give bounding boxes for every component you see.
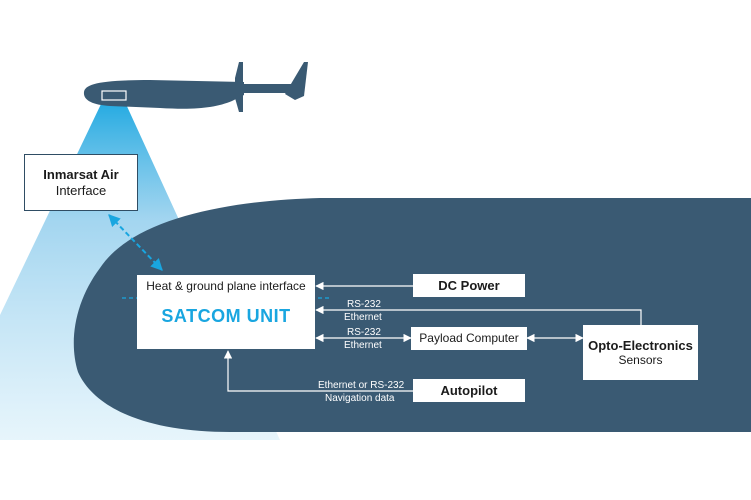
dc-power-label: DC Power [438,277,500,293]
uav-fuselage [83,80,245,109]
navigation-data-label: Navigation data [325,393,395,404]
satcom-unit-title: SATCOM UNIT [161,306,291,327]
payload-computer-label: Payload Computer [419,331,519,346]
inmarsat-air-interface-box: Inmarsat Air Interface [24,154,138,211]
uav-tail-fin [285,62,308,100]
ethernet-top-label: Ethernet [344,312,382,323]
opto-to-satcom-arrow [315,305,642,325]
dc-power-box: DC Power [413,274,525,297]
satcom-unit-box: Heat & ground plane interface SATCOM UNI… [137,275,315,349]
ethernet-mid-label: Ethernet [344,340,382,351]
opto-line2: Sensors [618,353,663,368]
opto-electronics-box: Opto-Electronics Sensors [583,325,698,380]
uav-tail-boom [244,84,292,93]
opto-line1: Opto-Electronics [588,337,693,353]
heat-ground-plane-label: Heat & ground plane interface [146,279,306,293]
fuselage-body [73,198,751,432]
inmarsat-line2: Interface [55,182,107,198]
ethernet-or-rs232-label: Ethernet or RS-232 [318,380,405,391]
inmarsat-line1: Inmarsat Air [43,166,119,182]
air-interface-link [108,214,163,271]
uav-aircraft [83,62,308,112]
payload-computer-box: Payload Computer [411,327,527,350]
autopilot-box: Autopilot [413,379,525,402]
uav-antenna [101,90,127,101]
uav-propeller [235,62,243,112]
autopilot-to-satcom-arrow [223,350,413,392]
rs232-mid-label: RS-232 [347,327,381,338]
autopilot-label: Autopilot [440,382,498,398]
rs232-top-label: RS-232 [347,299,381,310]
